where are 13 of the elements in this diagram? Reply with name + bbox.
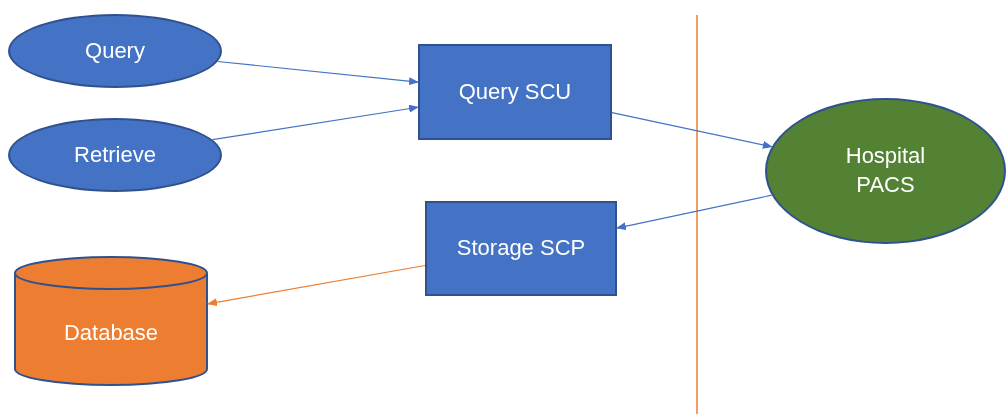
node-label: Retrieve — [73, 140, 157, 169]
arrow — [207, 264, 426, 307]
node-label: Database — [62, 318, 160, 347]
database-cylinder — [14, 256, 208, 386]
node-label: Storage SCP — [455, 234, 587, 263]
process-box — [418, 44, 612, 140]
node-label: Hospital PACS — [844, 142, 927, 199]
arrow — [217, 60, 419, 86]
arrow — [611, 112, 773, 149]
process-box — [425, 201, 617, 296]
arrow — [211, 104, 419, 141]
node-label: Query — [84, 36, 146, 65]
node-label: Query SCU — [457, 77, 573, 106]
